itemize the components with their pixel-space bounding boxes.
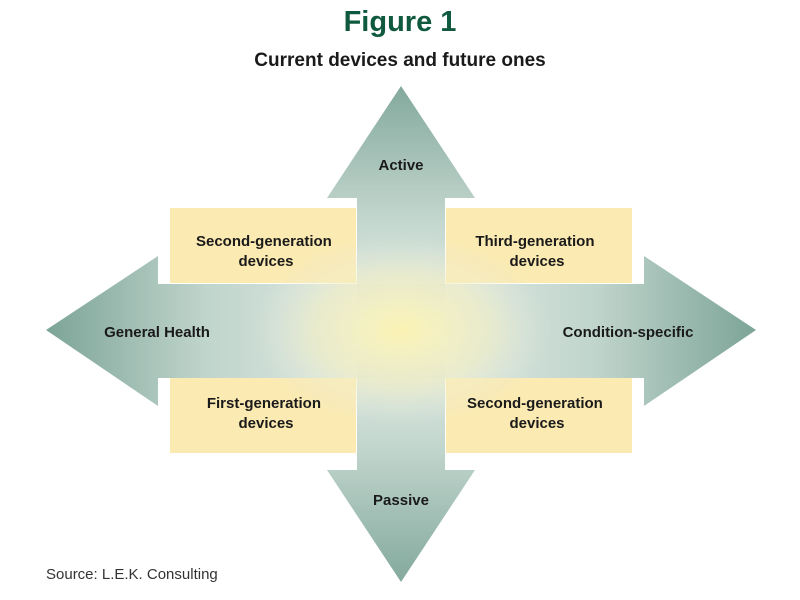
center-glow — [251, 235, 551, 425]
axis-label-condition-specific: Condition-specific — [563, 324, 694, 341]
figure-subtitle: Current devices and future ones — [254, 50, 546, 71]
quadrant-label-top-left-line1: Second-generation — [196, 233, 332, 250]
quadrant-label-top-right-line1: Third-generation — [475, 233, 594, 250]
quadrant-label-bottom-left-line1: First-generation — [207, 395, 321, 412]
quadrant-label-bottom-left-line2: devices — [238, 415, 293, 432]
source-note: Source: L.E.K. Consulting — [46, 566, 218, 583]
quadrant-label-top-left-line2: devices — [238, 253, 293, 270]
quadrant-label-bottom-left: First-generation devices — [207, 395, 325, 432]
axis-label-general-health: General Health — [104, 324, 210, 341]
quadrant-label-bottom-right-line1: Second-generation — [467, 395, 603, 412]
quadrant-label-top-right-line2: devices — [509, 253, 564, 270]
quadrant-label-bottom-right: Second-generation devices — [467, 395, 607, 432]
quadrant-label-top-left: Second-generation devices — [196, 233, 336, 270]
axis-label-passive: Passive — [373, 492, 429, 509]
axis-label-active: Active — [378, 157, 423, 174]
figure-title: Figure 1 — [343, 6, 457, 38]
quadrant-label-bottom-right-line2: devices — [509, 415, 564, 432]
quadrant-label-top-right: Third-generation devices — [475, 233, 598, 270]
